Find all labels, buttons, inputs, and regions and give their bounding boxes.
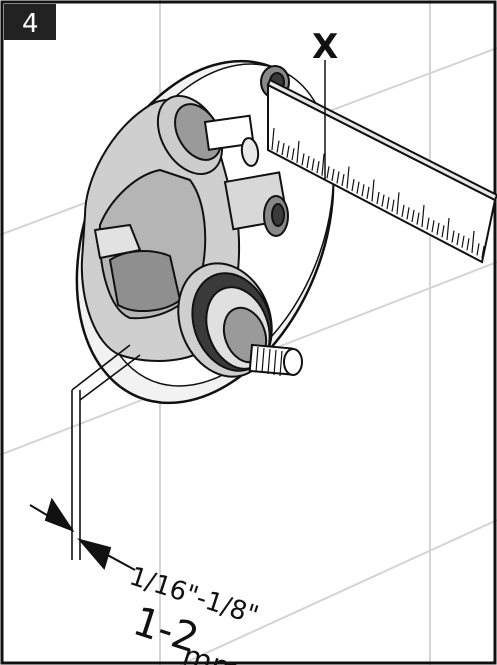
ruler-tick xyxy=(391,199,395,212)
ruler-tick xyxy=(291,148,295,161)
ruler-tick xyxy=(371,179,375,202)
ruler-tick xyxy=(341,173,345,187)
ruler-tick xyxy=(286,145,290,158)
ruler-tick xyxy=(301,153,305,166)
ruler-tick xyxy=(386,197,390,210)
ruler-tick xyxy=(311,158,315,171)
depth-guide-lines xyxy=(71,344,141,560)
ruler-tick xyxy=(351,179,355,192)
ruler-tick xyxy=(366,186,370,199)
ruler-tick xyxy=(451,230,455,243)
upper-cartridge xyxy=(156,95,260,175)
ruler-tick xyxy=(481,245,485,259)
ruler-tick xyxy=(376,191,380,205)
dimension-arrows xyxy=(29,497,136,571)
ruler-tick xyxy=(456,233,460,246)
ruler-tick xyxy=(441,225,445,238)
tolerance-mm-unit: mm xyxy=(178,638,244,665)
ruler-tick xyxy=(446,217,450,241)
ruler-tick xyxy=(321,153,325,176)
ruler-tick xyxy=(381,194,385,207)
ruler-tick xyxy=(346,166,350,189)
ruler-tick xyxy=(361,184,365,197)
measure-marker-label: X xyxy=(312,27,338,67)
ruler-tick xyxy=(306,155,310,169)
ruler-tick xyxy=(271,127,275,151)
ruler-tick xyxy=(336,171,340,184)
ruler-tick xyxy=(356,181,360,194)
ruler-tick xyxy=(401,204,405,217)
ruler-tick xyxy=(296,140,300,163)
ruler-tick xyxy=(436,222,440,235)
ruler-tick xyxy=(471,230,475,253)
depth-measure-marker: X xyxy=(312,27,338,180)
ruler-tick xyxy=(326,166,330,179)
ruler-tick xyxy=(316,161,320,174)
ruler-tick xyxy=(411,209,415,223)
step-number: 4 xyxy=(22,9,39,39)
ruler-tick xyxy=(281,143,285,156)
ruler-tick xyxy=(416,212,420,225)
ruler-tick xyxy=(461,235,465,248)
ruler-tick xyxy=(421,205,425,228)
tolerance-labels: 1/16"-1/8" 1-2 mm xyxy=(126,561,262,665)
ruler-ticks xyxy=(271,127,485,259)
ruler-tick xyxy=(396,192,400,215)
ruler-tick xyxy=(426,217,430,230)
ruler-tick xyxy=(431,220,435,233)
lower-cartridge xyxy=(177,262,303,378)
ruler-tick xyxy=(331,168,335,181)
step-badge: 4 xyxy=(4,4,56,40)
ruler-tick xyxy=(276,140,280,153)
ruler-tick xyxy=(466,238,470,251)
ruler-tick xyxy=(476,243,480,256)
ruler-tick xyxy=(406,207,410,220)
